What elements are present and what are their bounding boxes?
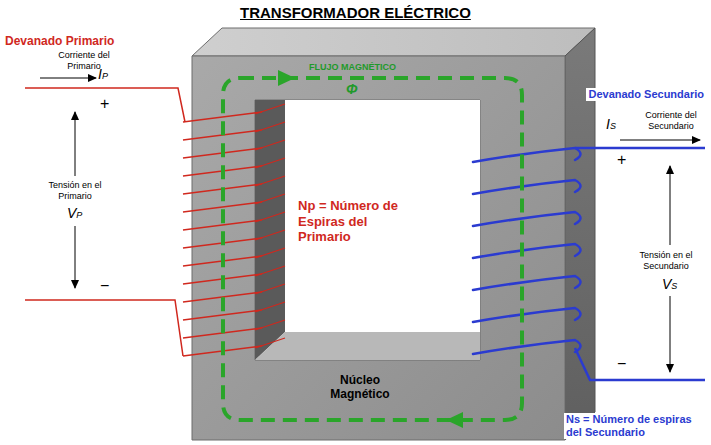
polarity-sign: +: [100, 94, 109, 113]
current-arrow: [620, 140, 700, 141]
voltage-label: Tensión en el Secundario: [626, 250, 706, 272]
winding-turn: [473, 180, 581, 194]
signal-name: IP: [98, 66, 108, 83]
primary-winding-back: [255, 104, 285, 348]
core-top-face: [192, 28, 595, 56]
signal-name: VP: [67, 205, 82, 222]
current-label: Corriente del Primario: [50, 50, 118, 72]
turns-label: Np = Número de Espiras del Primario: [298, 198, 422, 245]
signal-name: VS: [662, 276, 677, 293]
winding-turn: [183, 112, 262, 122]
core-label: Núcleo Magnético: [320, 373, 400, 402]
polarity-sign: −: [100, 276, 109, 295]
signal-name: IS: [606, 116, 616, 133]
winding-turn: [473, 244, 581, 258]
secondary-lead: [575, 348, 705, 380]
current-label: Corriente del Secundario: [636, 110, 706, 132]
voltage-arrow: [670, 166, 671, 245]
secondary-winding: [473, 148, 581, 354]
turns-label: Ns = Número de espiras del Secundario: [564, 413, 706, 439]
voltage-arrow: [75, 112, 76, 176]
secondary-lead: [575, 147, 705, 150]
winding-turn: [473, 340, 581, 354]
voltage-label: Tensión en el Primario: [38, 180, 112, 202]
core-window: [285, 100, 480, 332]
winding-turn: [473, 308, 581, 322]
flux-arrow: [446, 412, 463, 428]
primary-lead: [25, 300, 183, 356]
winding-name: Devanado Primario: [5, 34, 114, 48]
winding-turn: [473, 276, 581, 290]
core-inner-floor: [255, 332, 480, 360]
winding-name: Devanado Secundario: [586, 88, 706, 101]
polarity-sign: −: [617, 354, 626, 373]
flux-label: FLUJO MAGNÉTICO: [309, 62, 396, 73]
current-arrow: [40, 78, 96, 79]
magnetic-core: [192, 28, 595, 440]
winding-turn: [473, 148, 581, 162]
primary-lead: [25, 88, 185, 122]
flux-symbol: Φ: [346, 81, 358, 98]
polarity-sign: +: [617, 150, 626, 169]
winding-turn: [473, 212, 581, 226]
voltage-arrow: [670, 296, 671, 372]
core-inner-wall: [255, 100, 285, 360]
flux-arrow: [278, 70, 295, 86]
diagram-title: TRANSFORMADOR ELÉCTRICO: [240, 4, 471, 22]
voltage-arrow: [75, 226, 76, 288]
flux-path: [223, 78, 522, 420]
winding-turn: [183, 310, 262, 320]
